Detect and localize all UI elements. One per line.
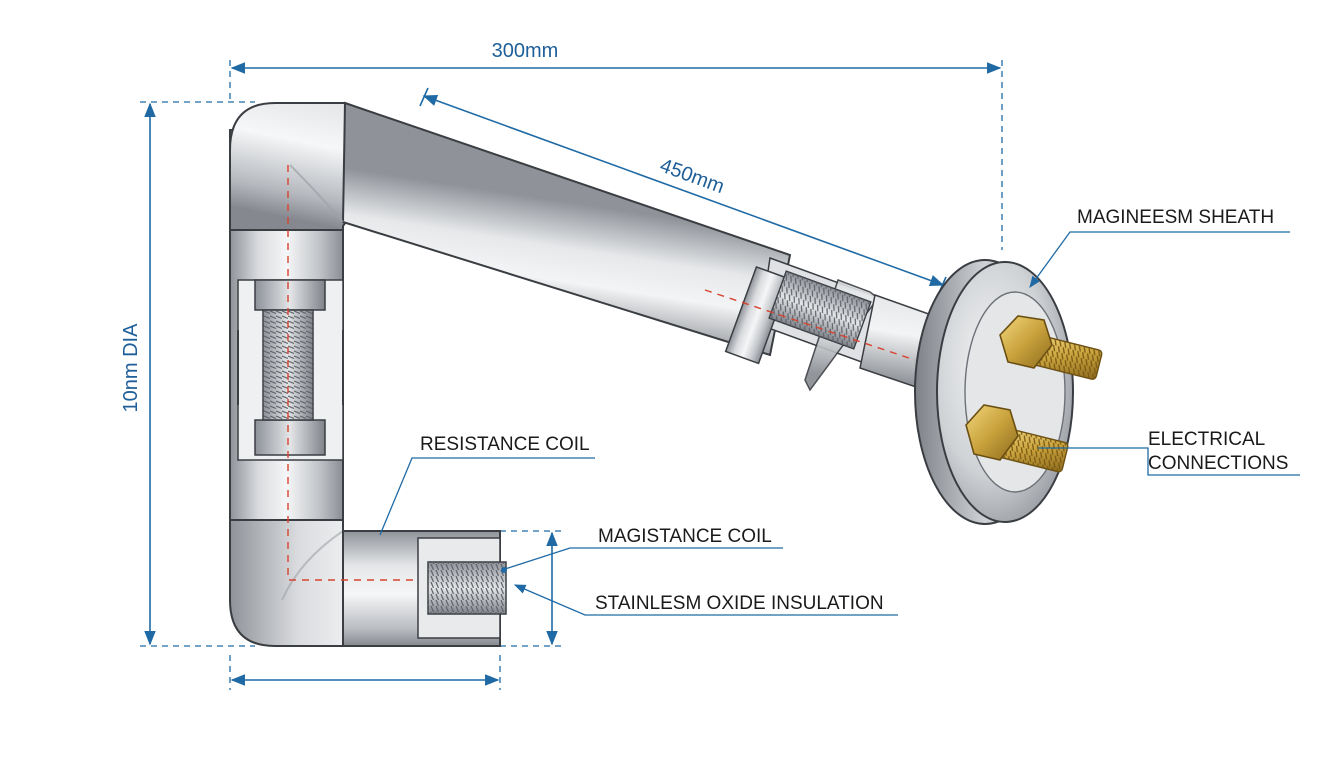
diagonal-pipe-segment [341,101,792,357]
lower-hex-nut [965,404,1019,461]
upper-terminal [999,315,1103,381]
dimension-label-diagonal: 450mm [657,155,727,198]
socket-cutaway [724,256,941,392]
callout-label-sheath: MAGINEESM SHEATH [1077,207,1274,228]
callout-label-electrical-2: CONNECTIONS [1148,453,1288,474]
lower-terminal [965,404,1069,473]
dimension-label-diameter: 10nm DIA [120,323,142,413]
callout-insulation: STAINLESM OXIDE INSULATION [513,584,898,616]
dimension-diameter: 10nm DIA [120,102,156,646]
bottom-coil-cutaway [417,537,507,639]
mounting-flange [914,259,1074,525]
vertical-coil-cutaway [237,279,344,461]
extension-lines [140,60,1003,690]
callout-label-electrical-1: ELECTRICAL [1148,429,1265,450]
callout-magistance-coil: MAGISTANCE COIL [501,526,783,571]
callout-resistance-coil: RESISTANCE COIL [379,434,595,536]
callout-label-resistance-coil: RESISTANCE COIL [420,434,590,455]
callout-electrical: ELECTRICAL CONNECTIONS [1038,429,1300,476]
dimension-300mm: 300mm [230,40,1002,74]
callout-sheath: MAGINEESM SHEATH [1029,207,1290,288]
callout-label-insulation: STAINLESM OXIDE INSULATION [595,593,884,614]
centerlines [287,165,916,581]
upper-hex-nut [999,315,1053,369]
dimension-label-top: 300mm [492,40,559,62]
callout-label-magistance-coil: MAGISTANCE COIL [598,526,772,547]
